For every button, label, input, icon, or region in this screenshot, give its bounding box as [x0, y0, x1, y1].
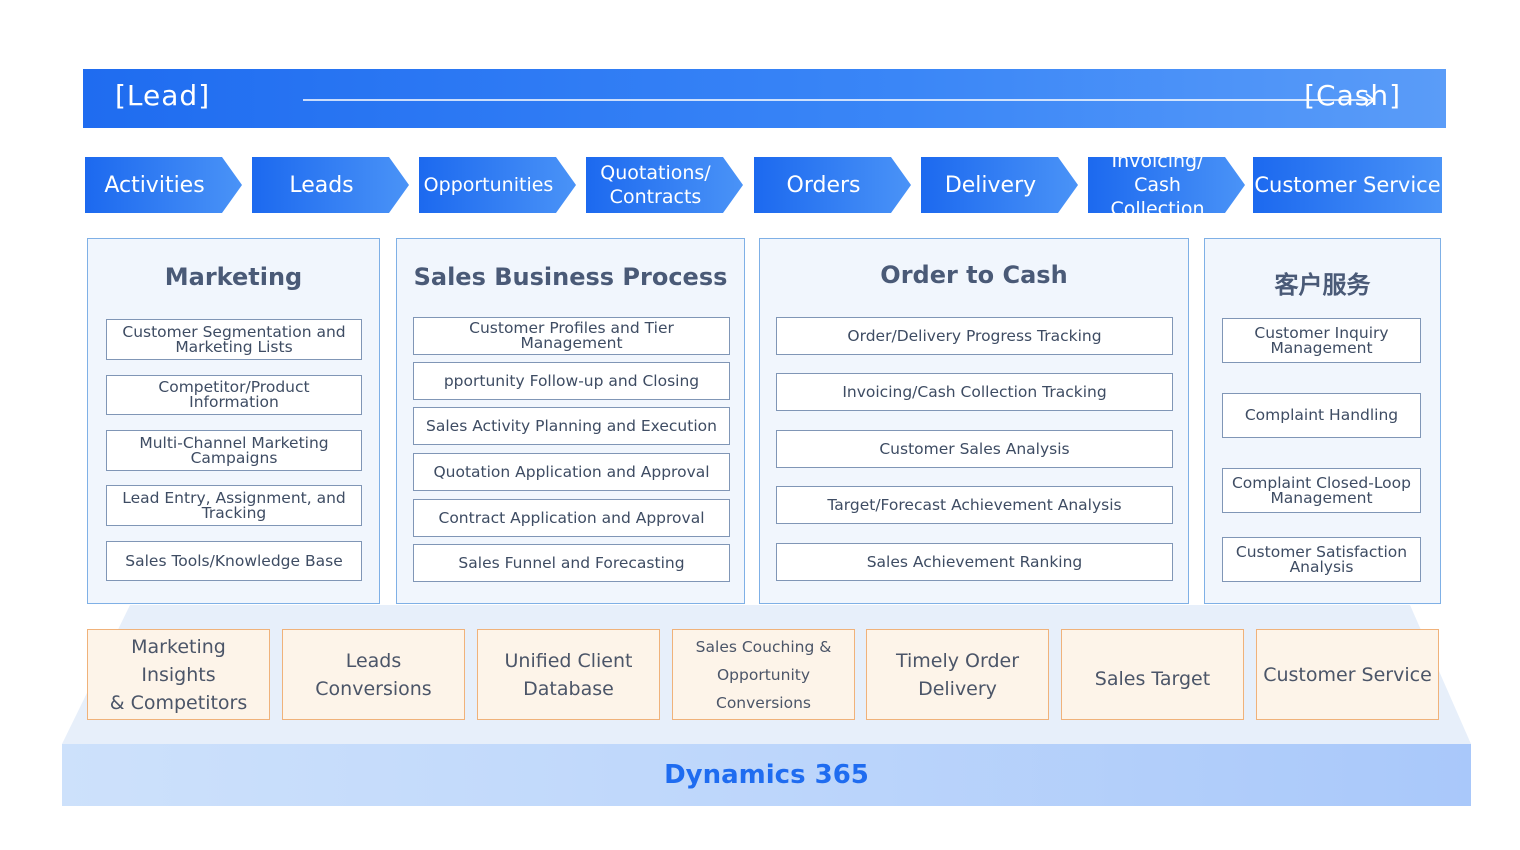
- module-marketing: Marketing Customer Segmentation and Mark…: [87, 238, 380, 604]
- goal-customer-service: Customer Service: [1256, 629, 1439, 720]
- step-invoicing-cash-collection: Invoicing/ Cash Collection: [1088, 157, 1245, 213]
- list-item: Sales Activity Planning and Execution: [413, 407, 730, 445]
- list-item: Customer Satisfaction Analysis: [1222, 537, 1421, 582]
- dynamics-365-base: Dynamics 365: [62, 744, 1471, 806]
- step-activities: Activities: [85, 157, 242, 213]
- list-item: Customer Inquiry Management: [1222, 318, 1421, 363]
- list-item: Contract Application and Approval: [413, 499, 730, 537]
- process-steps: Activities Leads Opportunities Quotation…: [85, 157, 1445, 214]
- list-item: Target/Forecast Achievement Analysis: [776, 486, 1173, 524]
- list-item: Sales Funnel and Forecasting: [413, 544, 730, 582]
- goal-leads-conversions: Leads Conversions: [282, 629, 465, 720]
- lead-to-cash-banner: [Lead] [Cash]: [83, 69, 1446, 128]
- list-item: Sales Tools/Knowledge Base: [106, 541, 362, 581]
- dynamics-365-label: Dynamics 365: [664, 760, 869, 790]
- list-item: Complaint Handling: [1222, 393, 1421, 438]
- module-order-to-cash: Order to Cash Order/Delivery Progress Tr…: [759, 238, 1189, 604]
- module-title: Sales Business Process: [413, 263, 728, 291]
- goal-timely-order-delivery: Timely Order Delivery: [866, 629, 1049, 720]
- step-customer-service: Customer Service: [1253, 157, 1442, 213]
- list-item: Complaint Closed-Loop Management: [1222, 468, 1421, 513]
- module-title: Marketing: [164, 263, 303, 291]
- banner-lead-label: [Lead]: [115, 79, 211, 112]
- list-item: Customer Segmentation and Marketing List…: [106, 319, 362, 360]
- list-item: Customer Profiles and Tier Management: [413, 317, 730, 355]
- list-item: Order/Delivery Progress Tracking: [776, 317, 1173, 355]
- step-leads: Leads: [252, 157, 409, 213]
- list-item: Quotation Application and Approval: [413, 453, 730, 491]
- module-customer-service: 客户服务 Customer Inquiry Management Complai…: [1204, 238, 1441, 604]
- module-title: Order to Cash: [880, 261, 1068, 289]
- module-sales-business-process: Sales Business Process Customer Profiles…: [396, 238, 745, 604]
- step-delivery: Delivery: [921, 157, 1078, 213]
- list-item: Competitor/Product Information: [106, 375, 362, 415]
- banner-cash-label: [Cash]: [1304, 79, 1401, 112]
- list-item: Multi-Channel Marketing Campaigns: [106, 430, 362, 471]
- list-item: Lead Entry, Assignment, and Tracking: [106, 485, 362, 526]
- step-opportunities: Opportunities: [419, 157, 576, 213]
- goal-unified-client-database: Unified Client Database: [477, 629, 660, 720]
- list-item: pportunity Follow-up and Closing: [413, 362, 730, 400]
- list-item: Customer Sales Analysis: [776, 430, 1173, 468]
- goal-marketing-insights: Marketing Insights & Competitors: [87, 629, 270, 720]
- module-title: 客户服务: [1274, 271, 1371, 299]
- list-item: Sales Achievement Ranking: [776, 543, 1173, 581]
- list-item: Invoicing/Cash Collection Tracking: [776, 373, 1173, 411]
- step-quotations-contracts: Quotations/ Contracts: [586, 157, 743, 213]
- goal-sales-coaching: Sales Couching & Opportunity Conversions: [672, 629, 855, 720]
- step-orders: Orders: [754, 157, 911, 213]
- goal-sales-target: Sales Target: [1061, 629, 1244, 720]
- banner-arrow-icon: [303, 93, 1376, 107]
